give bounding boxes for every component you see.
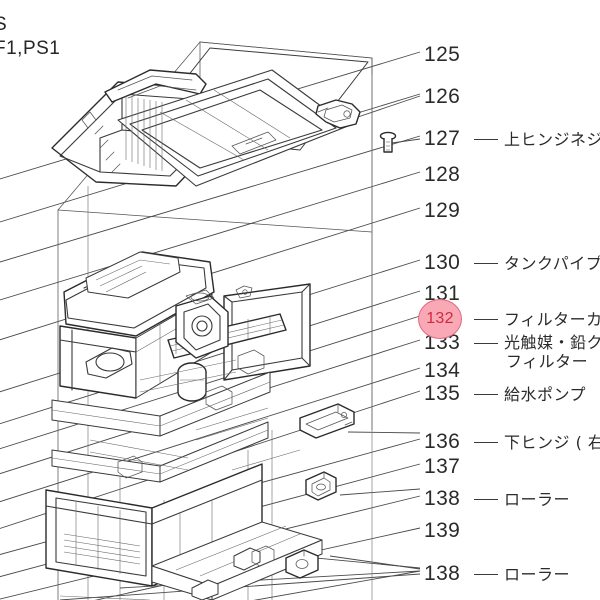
callout-part-name-line1: ローラー [504, 564, 571, 584]
callout-row-128-3[interactable]: 128 [424, 162, 466, 188]
callout-number: 139 [424, 519, 461, 542]
callout-connector-dash [474, 318, 498, 320]
callout-part-name-line1: 上ヒンジネジ [504, 129, 600, 149]
callout-connector-dash [474, 498, 498, 500]
callout-part-name-line1: 給水ポンプ [504, 384, 587, 404]
callout-row-134-9[interactable]: 134 [424, 358, 466, 384]
callout-part-name-line1: ローラー [504, 489, 571, 509]
callout-row-129-4[interactable]: 129 [424, 198, 466, 224]
callout-connector-dash [474, 262, 498, 264]
callout-row-125-0[interactable]: 125 [424, 42, 466, 68]
callout-part-name-line2: フィルター [506, 352, 589, 371]
callout-number: 128 [424, 163, 461, 186]
callout-part-name: 上ヒンジネジ [504, 130, 600, 149]
callout-number: 125 [424, 43, 461, 66]
callout-row-139-14[interactable]: 139 [424, 518, 466, 544]
highlighted-part-number: 132 [426, 310, 454, 327]
callout-connector-dash [474, 393, 498, 395]
callout-connector-dash [474, 138, 498, 140]
callout-row-126-1[interactable]: 126 [424, 84, 466, 110]
callout-row-135-10[interactable]: 135 給水ポンプ [424, 381, 586, 407]
callout-number: 130 [424, 251, 461, 274]
callout-row-127-2[interactable]: 127 上ヒンジネジ [424, 126, 600, 152]
callout-number: 137 [424, 455, 461, 478]
callout-part-name: タンクパイプ [504, 254, 600, 273]
callout-part-name: ローラー [504, 565, 570, 584]
callout-number: 127 [424, 127, 461, 150]
callout-part-name: フィルターカバー [504, 310, 600, 329]
callout-part-name: 下ヒンジ ( 右 ) [504, 433, 600, 452]
callout-row-136-11[interactable]: 136 下ヒンジ ( 右 ) [424, 429, 600, 455]
callout-part-name: 給水ポンプ [504, 385, 586, 404]
callout-number: 134 [424, 359, 461, 382]
callout-row-138-15[interactable]: 138 ローラー [424, 561, 570, 587]
callout-number: 136 [424, 430, 461, 453]
callout-part-name-line1: 下ヒンジ ( 右 ) [504, 432, 600, 452]
callout-number: 129 [424, 199, 461, 222]
callout-row-138-13[interactable]: 138 ローラー [424, 486, 570, 512]
callout-connector-dash [474, 573, 498, 575]
callout-connector-dash [474, 441, 498, 443]
callout-part-name: ローラー [504, 490, 570, 509]
callout-number: 138 [424, 487, 461, 510]
callout-row-137-12[interactable]: 137 [424, 454, 466, 480]
callout-number: 135 [424, 382, 461, 405]
callout-part-name-line1: タンクパイプ [504, 253, 600, 273]
model-code-line-2: F1,PS1 [0, 38, 61, 59]
callout-part-name-line1: 光触媒・鉛クリーン [504, 333, 600, 352]
callout-connector-dash [474, 343, 498, 344]
model-code-line-1: S [0, 14, 8, 35]
callout-number: 126 [424, 85, 461, 108]
callout-number: 138 [424, 562, 461, 585]
highlighted-part-bubble[interactable]: 132 [418, 299, 462, 339]
callout-row-130-5[interactable]: 130 タンクパイプ [424, 250, 600, 276]
callout-part-name: 光触媒・鉛クリーンフィルター [504, 333, 600, 371]
callout-part-name-line1: フィルターカバー [504, 309, 600, 329]
